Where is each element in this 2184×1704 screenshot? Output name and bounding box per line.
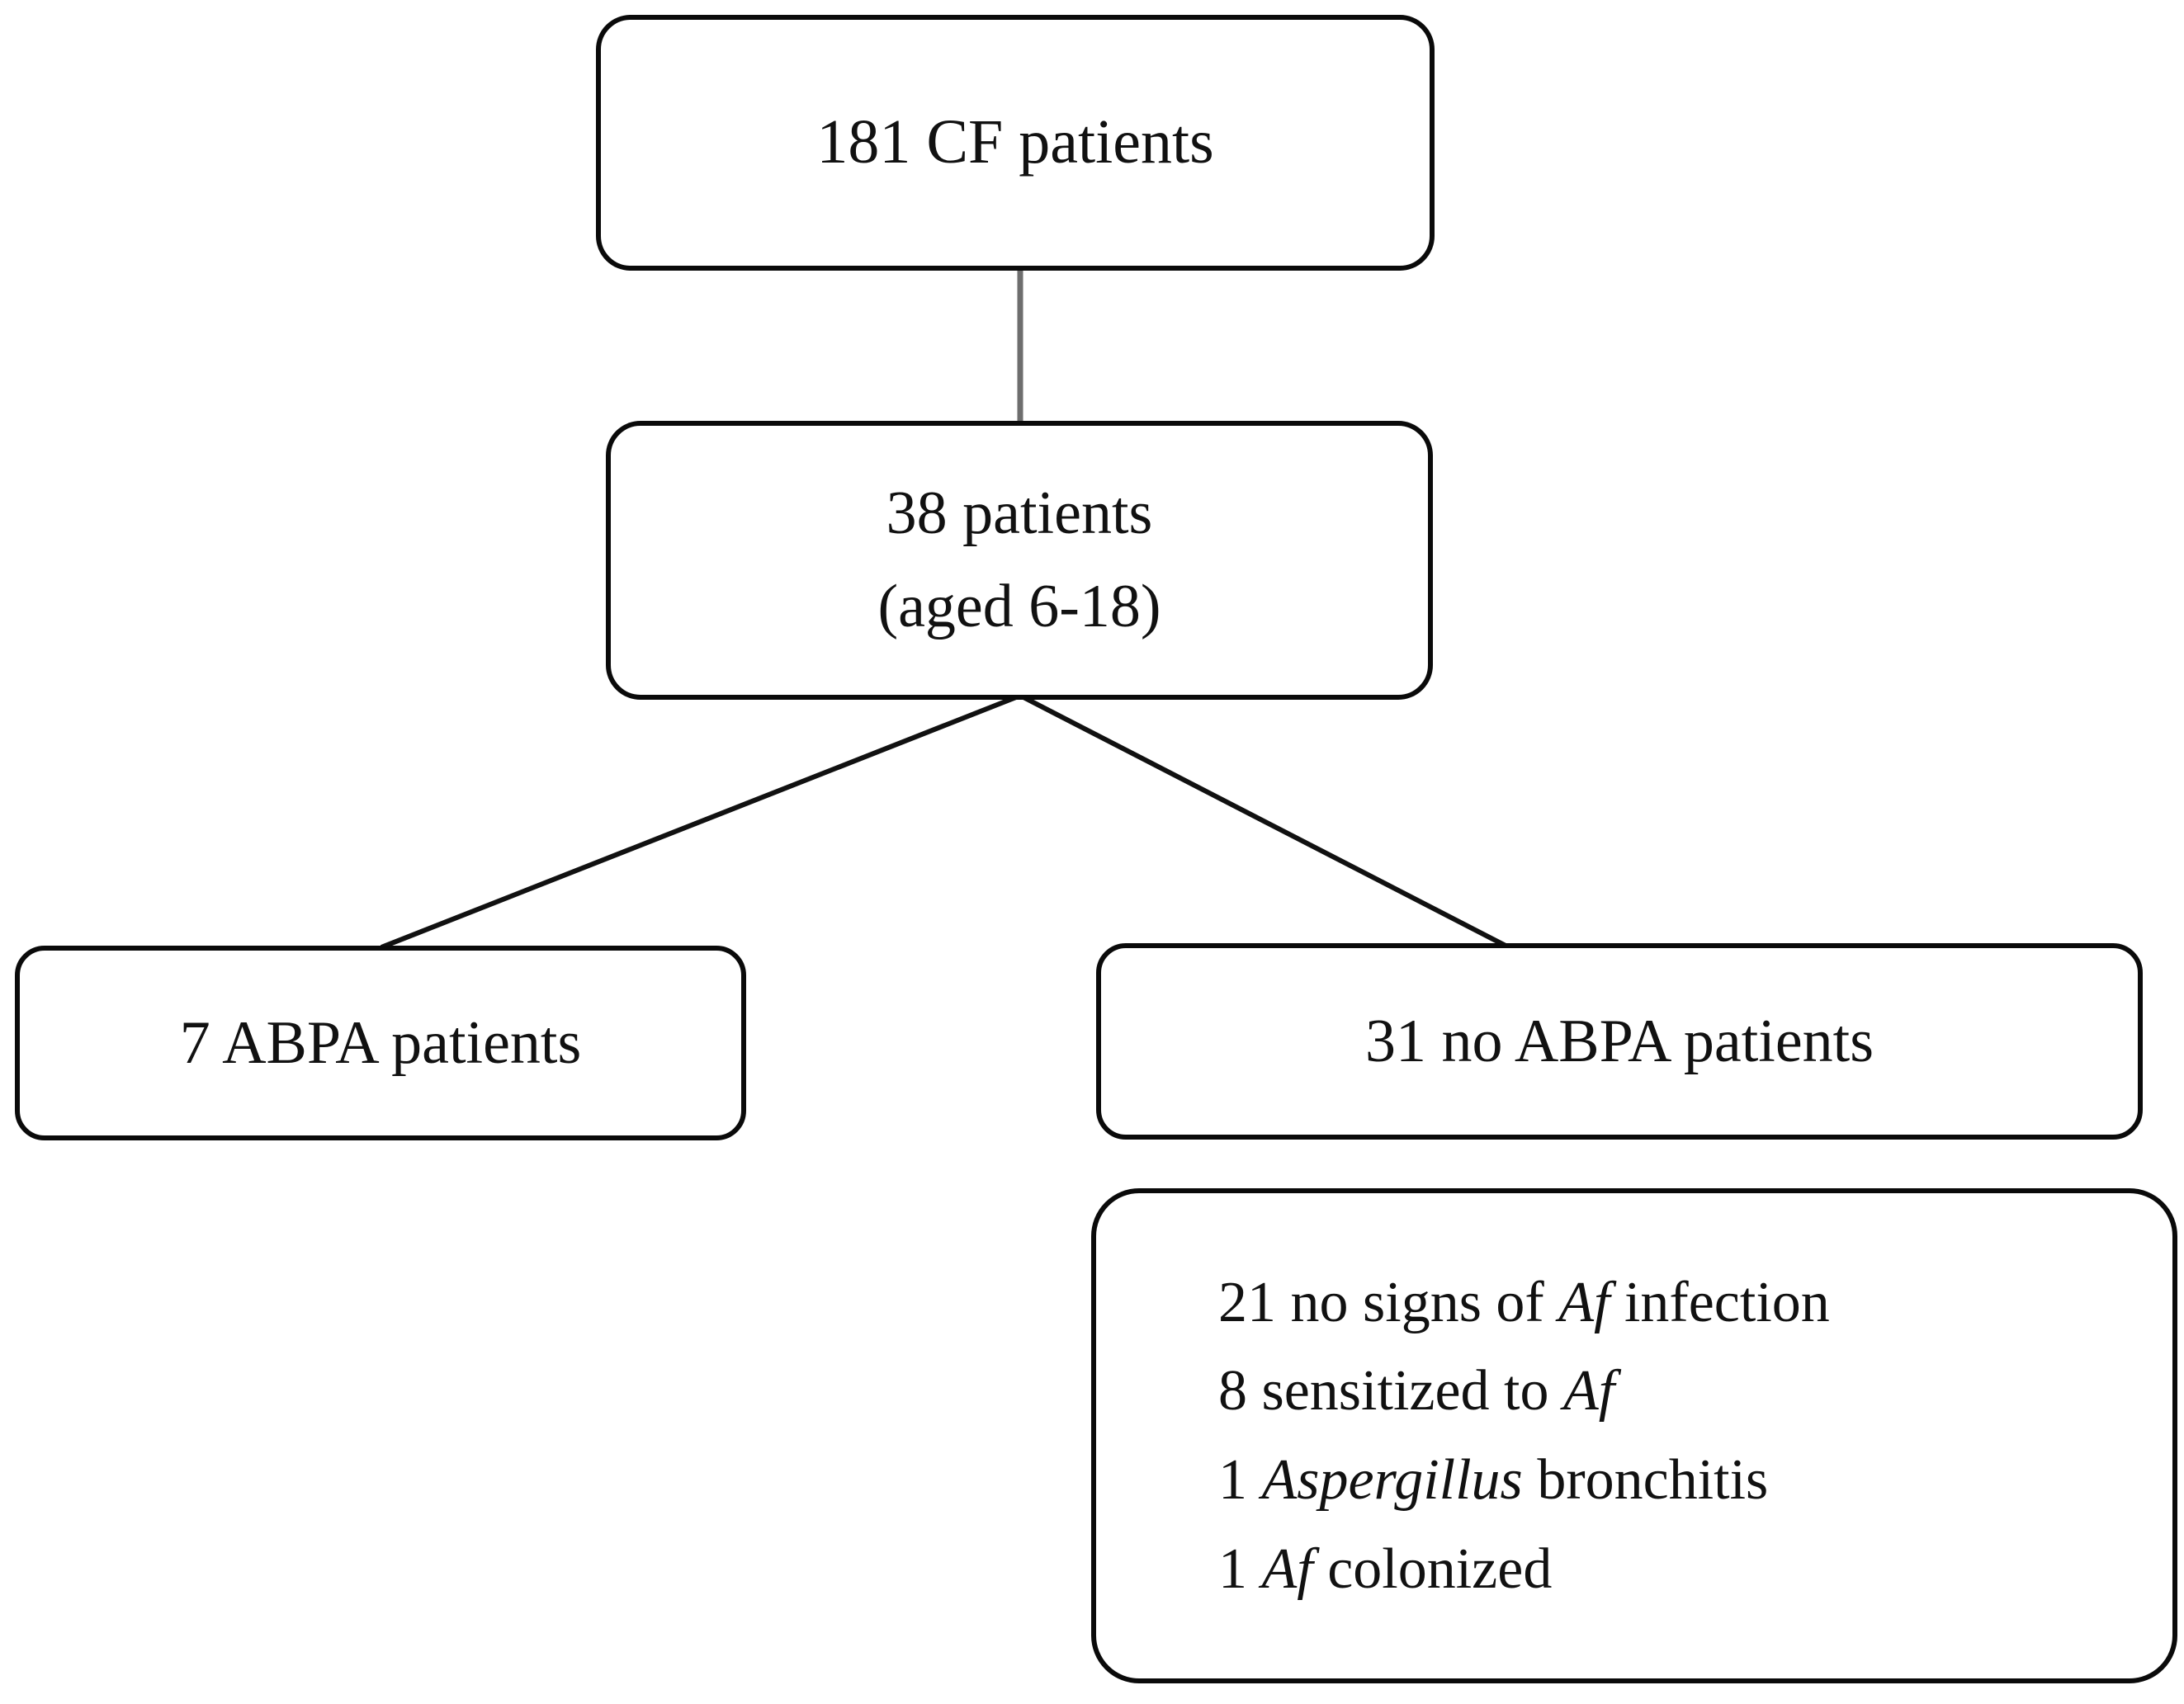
breakdown-row-1-organism: Af	[1558, 1270, 1610, 1334]
breakdown-row-3: 1 Aspergillus bronchitis	[1218, 1443, 1768, 1518]
node-no-abpa-breakdown: 21 no signs of Af infection 8 sensitized…	[1091, 1188, 2177, 1683]
node-abpa-line-1: 7 ABPA patients	[179, 1008, 582, 1077]
breakdown-row-1-count: 21	[1218, 1270, 1276, 1334]
node-enrolled-line-2: (aged 6-18)	[877, 573, 1161, 640]
breakdown-row-4-organism: Af	[1261, 1536, 1313, 1601]
breakdown-row-1: 21 no signs of Af infection	[1218, 1266, 1830, 1340]
edge-enrolled-to-no-abpa	[1022, 695, 1510, 950]
node-total-line-1: 181 CF patients	[816, 107, 1214, 177]
node-no-abpa-line-1: 31 no ABPA patients	[1364, 1007, 1874, 1075]
edge-enrolled-to-abpa	[380, 695, 1018, 950]
breakdown-row-4-count: 1	[1218, 1536, 1247, 1601]
breakdown-row-4: 1 Af colonized	[1218, 1532, 1552, 1607]
node-abpa-patients: 7 ABPA patients	[15, 946, 746, 1140]
breakdown-row-1-post: infection	[1624, 1270, 1830, 1334]
node-enrolled-line-1: 38 patients	[886, 479, 1153, 548]
node-total-cf-patients: 181 CF patients	[596, 15, 1435, 271]
breakdown-row-3-post: bronchitis	[1537, 1448, 1769, 1512]
breakdown-row-2-organism: Af	[1562, 1359, 1615, 1423]
breakdown-row-1-pre: no signs of	[1290, 1270, 1544, 1334]
node-no-abpa-patients: 31 no ABPA patients	[1096, 943, 2143, 1140]
breakdown-row-2-pre: sensitized to	[1261, 1359, 1549, 1423]
breakdown-row-2-count: 8	[1218, 1359, 1247, 1423]
breakdown-row-3-organism: Aspergillus	[1261, 1448, 1523, 1512]
node-enrolled-patients: 38 patients (aged 6-18)	[606, 421, 1433, 700]
breakdown-row-3-count: 1	[1218, 1448, 1247, 1512]
breakdown-row-2: 8 sensitized to Af	[1218, 1354, 1614, 1428]
breakdown-row-4-post: colonized	[1327, 1536, 1553, 1601]
